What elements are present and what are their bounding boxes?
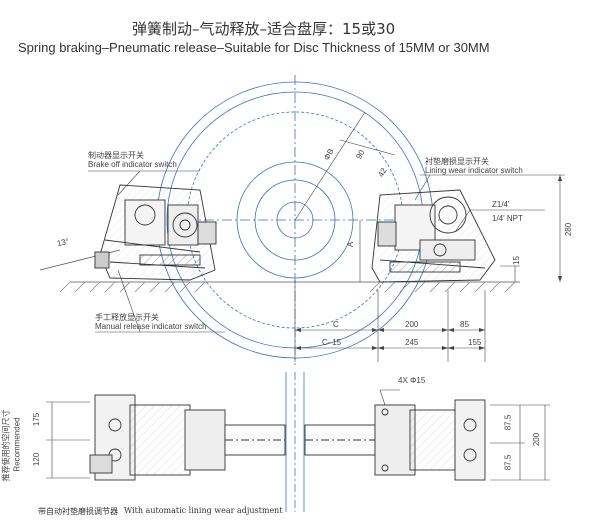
dim-a: A <box>346 241 356 248</box>
port-npt-label: 1/4' NPT <box>492 214 523 223</box>
side-note-cn: 推荐使用的空间尺寸 <box>1 409 11 482</box>
leader-lines <box>88 170 545 333</box>
dim-15: 15 <box>511 256 521 265</box>
dim-85: 85 <box>460 320 469 329</box>
caption-en: With automatic lining wear adjustment <box>124 506 283 515</box>
title-en: Spring braking–Pneumatic release–Suitabl… <box>18 40 490 55</box>
dimension-arrows <box>295 175 562 350</box>
dim-87-5-top: 87.5 <box>503 414 513 431</box>
side-note-en: Recommended <box>12 417 22 472</box>
left-caliper <box>94 184 217 281</box>
port-z-label: Z1/4' <box>492 200 510 209</box>
disc-section <box>285 372 305 512</box>
dimension-lines <box>46 111 565 481</box>
dim-120: 120 <box>32 452 42 467</box>
dim-87-5-bottom: 87.5 <box>503 454 513 471</box>
dim-c: C <box>333 320 339 329</box>
right-caliper <box>371 189 496 283</box>
dim-155: 155 <box>468 338 482 347</box>
brake-off-label-cn: 制动器显示开关 <box>88 151 144 160</box>
title-cn: 弹簧制动–气动释放–适合盘厚：15或30 <box>132 20 396 38</box>
manual-release-label-cn: 手工释放显示开关 <box>95 313 159 322</box>
bottom-right-caliper <box>304 399 486 481</box>
holes-label: 4X Φ15 <box>398 376 426 385</box>
caption-cn: 带自动衬垫磨损调节器 <box>38 507 118 516</box>
brake-off-label-en: Brake off indicator switch <box>88 160 177 169</box>
dim-200: 200 <box>405 320 419 329</box>
dim-245: 245 <box>405 338 419 347</box>
lining-wear-label-en: Lining wear indicator switch <box>425 166 523 175</box>
lining-wear-label-cn: 衬垫磨损显示开关 <box>425 157 489 166</box>
dim-175: 175 <box>32 412 42 427</box>
bottom-left-caliper <box>89 394 286 481</box>
dim-280: 280 <box>564 222 574 237</box>
dim-200-side: 200 <box>532 432 542 447</box>
dim-c-minus-15: C–15 <box>322 338 342 347</box>
manual-release-label-en: Manual release indicator switch <box>95 322 207 331</box>
